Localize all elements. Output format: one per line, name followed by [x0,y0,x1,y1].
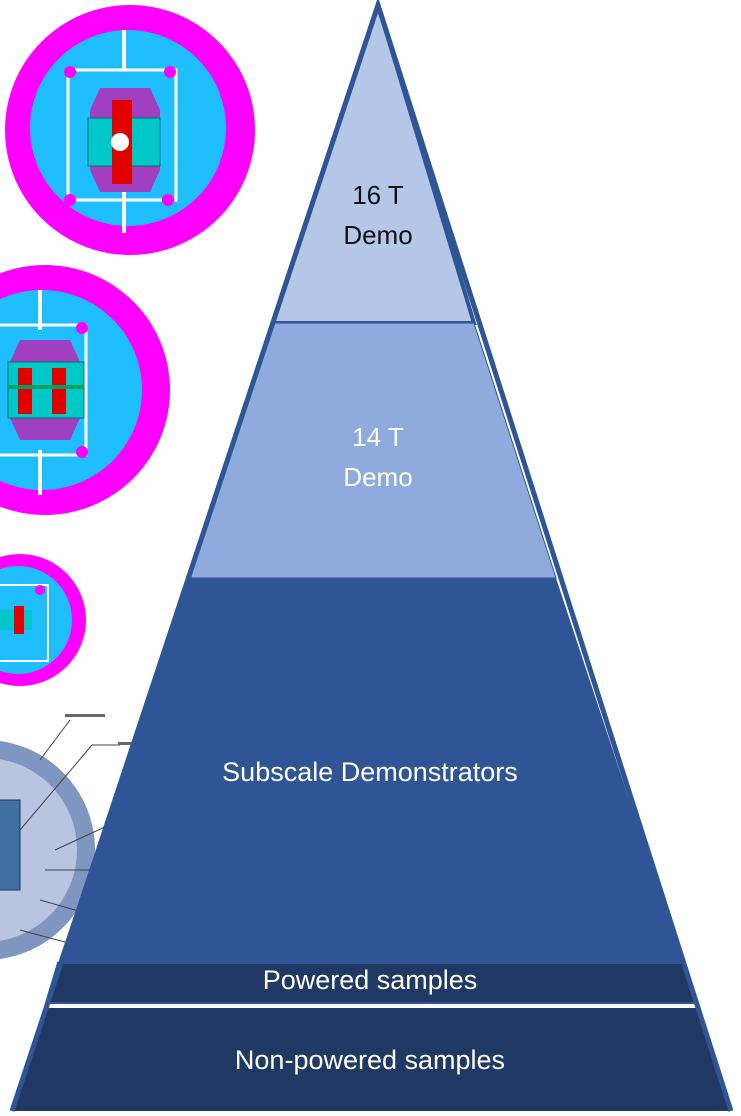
pyramid-outline [9,0,734,1112]
tier-subscale-label: Subscale Demonstrators [222,757,518,787]
tier-subscale-demonstrators [58,578,683,963]
magnet-cross-section-small [0,554,86,686]
tier-16t-line1: 16 T [352,180,404,210]
tier-non-powered-samples-label: Non-powered samples [234,1045,506,1075]
tier-14t-line1: 14 T [352,422,404,452]
magnet-cross-section-medium [0,265,170,515]
magnet-cross-section-large [5,5,255,255]
tier-16t-line2: Demo [343,220,413,251]
tier-16t-demo [270,0,477,325]
tier-powered-samples-label: Powered samples [262,965,478,995]
tier-14t-label: 14 T Demo [318,417,438,498]
technical-drawing-cross-section [0,714,189,959]
tier-14t-line2: Demo [343,462,413,493]
tier-non-powered-samples [12,1008,731,1111]
tier-16t-label: 16 T Demo [318,175,438,256]
